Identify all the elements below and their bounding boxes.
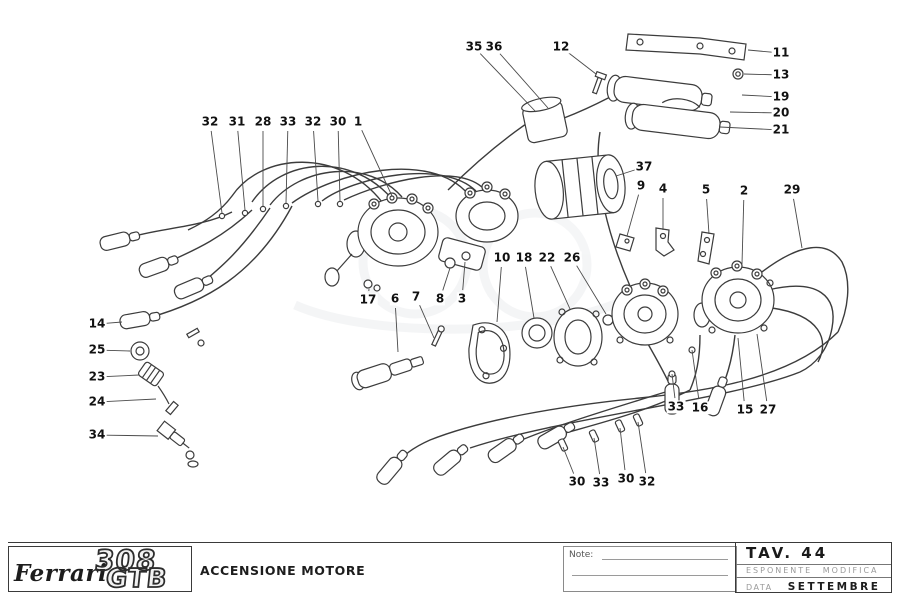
part-callout-33: 33 bbox=[666, 399, 686, 414]
drawing-info-box: TAV. 44 ESPONENTE MODIFICA DATA SETTEMBR… bbox=[735, 543, 892, 593]
note-label: Note: bbox=[569, 550, 594, 560]
part-callout-10: 10 bbox=[492, 250, 512, 265]
part-callout-18: 18 bbox=[514, 250, 534, 265]
part-callout-13: 13 bbox=[771, 67, 791, 82]
part-callout-5: 5 bbox=[700, 182, 712, 197]
ferrari-logo-box: Ferrari 308 GTB bbox=[8, 543, 192, 595]
part-callout-28: 28 bbox=[253, 114, 273, 129]
ferrari-wordmark: Ferrari bbox=[14, 560, 108, 587]
note-writing-line bbox=[602, 559, 728, 560]
drawing-title: ACCENSIONE MOTORE bbox=[200, 563, 366, 578]
tav-number: TAV. 44 bbox=[736, 543, 891, 565]
part-callout-35: 35 bbox=[464, 39, 484, 54]
drive-extension bbox=[351, 325, 445, 391]
part-callout-27: 27 bbox=[758, 402, 778, 417]
model-gtb-outline-text: GTB bbox=[104, 563, 170, 595]
part-callout-30: 30 bbox=[616, 471, 636, 486]
bearing bbox=[521, 317, 553, 349]
part-callout-17: 17 bbox=[358, 292, 378, 307]
mounting-bracket bbox=[625, 33, 747, 80]
part-callout-7: 7 bbox=[410, 289, 422, 304]
part-callout-33: 33 bbox=[278, 114, 298, 129]
esponente-modifica-label: ESPONENTE MODIFICA bbox=[736, 565, 891, 578]
date-label: DATA bbox=[746, 583, 773, 592]
part-callout-19: 19 bbox=[771, 89, 791, 104]
part-callout-6: 6 bbox=[389, 291, 401, 306]
part-callout-4: 4 bbox=[657, 181, 669, 196]
part-callout-33: 33 bbox=[591, 475, 611, 490]
part-callout-34: 34 bbox=[87, 427, 107, 442]
part-callout-37: 37 bbox=[634, 159, 654, 174]
suppression-filter bbox=[534, 154, 626, 220]
right-distributor bbox=[693, 260, 775, 334]
note-box: Note: bbox=[563, 546, 737, 592]
part-callout-25: 25 bbox=[87, 342, 107, 357]
part-callout-23: 23 bbox=[87, 369, 107, 384]
plug-connector-chain bbox=[130, 327, 205, 468]
title-block: Ferrari 308 GTB ACCENSIONE MOTORE Note: … bbox=[8, 542, 892, 595]
part-callout-1: 1 bbox=[352, 114, 364, 129]
part-callout-16: 16 bbox=[690, 400, 710, 415]
gasket bbox=[468, 322, 511, 384]
part-callout-2: 2 bbox=[738, 183, 750, 198]
part-callout-26: 26 bbox=[562, 250, 582, 265]
part-callout-22: 22 bbox=[537, 250, 557, 265]
distributor-cap bbox=[438, 181, 519, 271]
part-callout-14: 14 bbox=[87, 316, 107, 331]
part-callout-20: 20 bbox=[771, 105, 791, 120]
part-callout-21: 21 bbox=[771, 122, 791, 137]
part-callout-29: 29 bbox=[782, 182, 802, 197]
extension-bolt bbox=[431, 325, 445, 347]
part-callout-31: 31 bbox=[227, 114, 247, 129]
part-callout-8: 8 bbox=[434, 291, 446, 306]
part-callout-24: 24 bbox=[87, 394, 107, 409]
center-distributor bbox=[611, 227, 715, 346]
diagram-parts bbox=[98, 33, 775, 488]
left-distributor bbox=[324, 192, 439, 292]
ignition-coils bbox=[591, 70, 731, 140]
note-writing-line bbox=[572, 575, 728, 576]
date-row: DATA SETTEMBRE 1976 bbox=[736, 578, 891, 593]
part-callout-9: 9 bbox=[635, 178, 647, 193]
part-callout-32: 32 bbox=[200, 114, 220, 129]
part-callout-32: 32 bbox=[637, 474, 657, 489]
part-callout-15: 15 bbox=[735, 402, 755, 417]
part-callout-30: 30 bbox=[567, 474, 587, 489]
part-callout-30: 30 bbox=[328, 114, 348, 129]
date-value: SETTEMBRE 1976 bbox=[787, 581, 881, 593]
part-callout-12: 12 bbox=[551, 39, 571, 54]
part-callout-3: 3 bbox=[456, 291, 468, 306]
part-callout-11: 11 bbox=[771, 45, 791, 60]
part-callout-32: 32 bbox=[303, 114, 323, 129]
part-callout-36: 36 bbox=[484, 39, 504, 54]
